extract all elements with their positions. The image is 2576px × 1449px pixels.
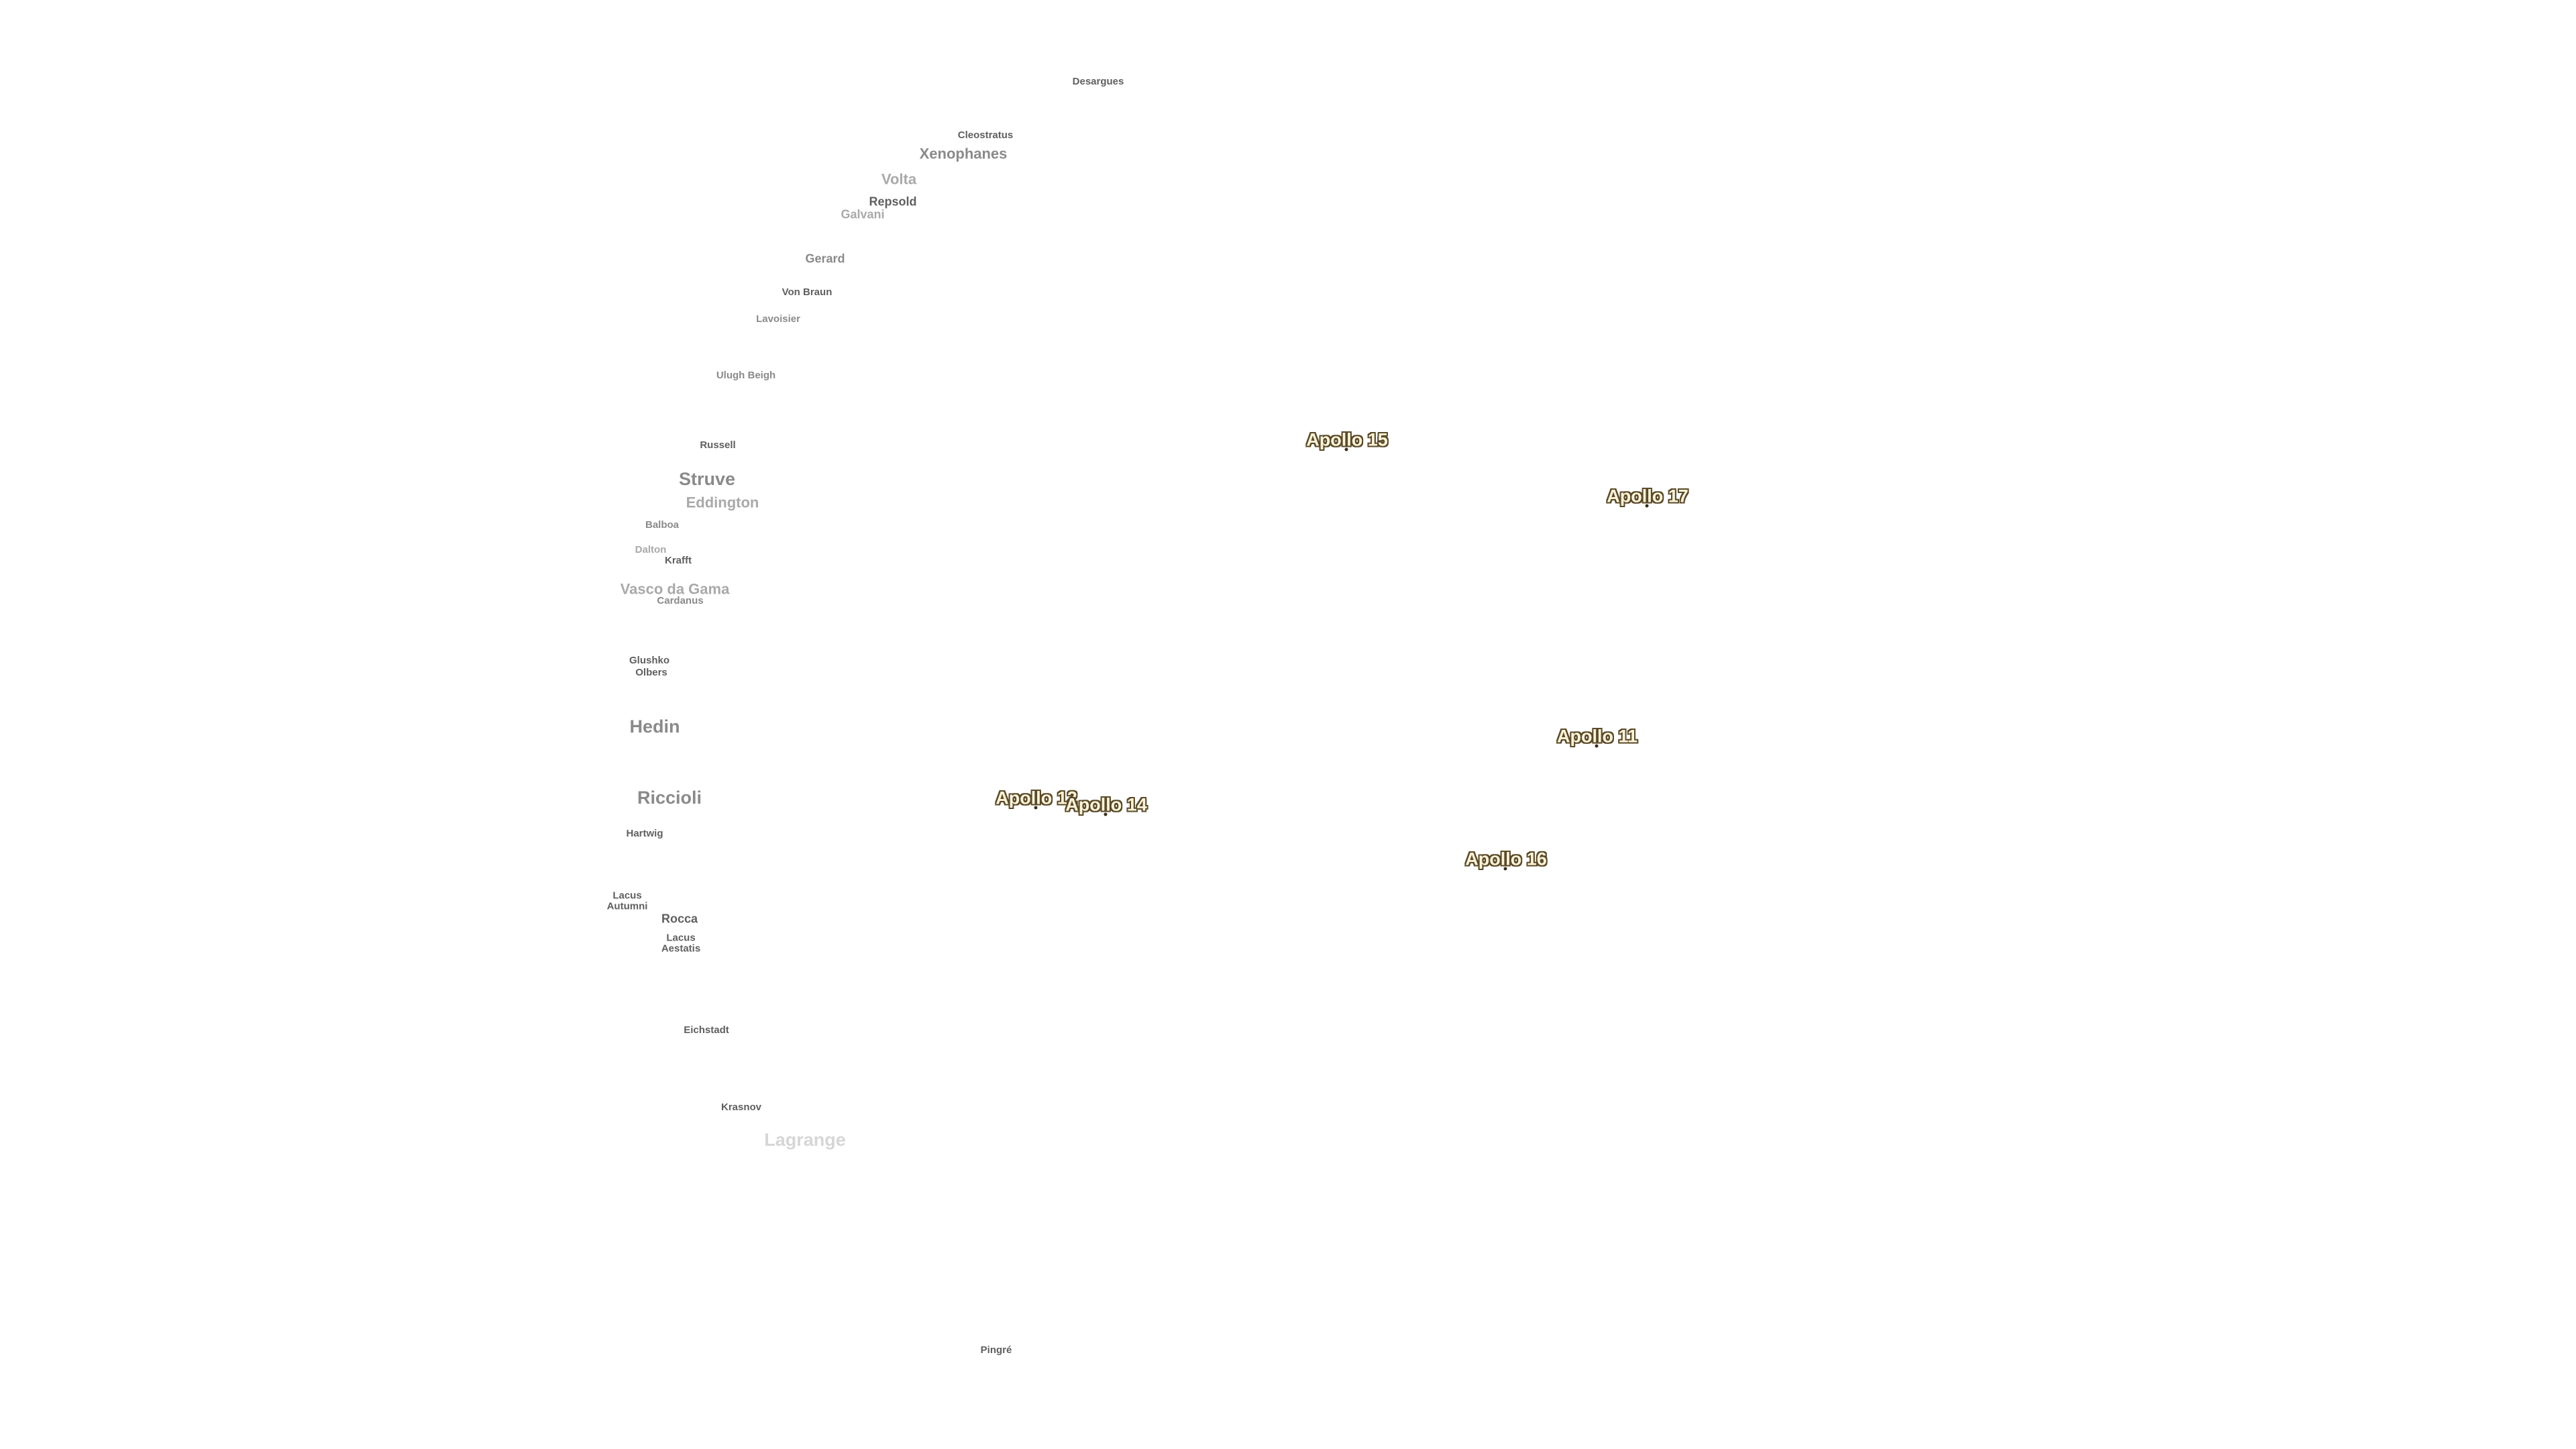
feature-label-cardanus[interactable]: Cardanus [657,595,704,607]
feature-label-repsold[interactable]: Repsold [869,195,917,209]
feature-label-pingre[interactable]: Pingré [980,1344,1012,1356]
feature-label-dalton[interactable]: Dalton [635,544,667,556]
feature-label-volta[interactable]: Volta [881,170,917,188]
feature-label-gerard[interactable]: Gerard [805,252,845,266]
landing-site-marker-apollo-15[interactable] [1344,447,1348,451]
landing-site-marker-apollo-14[interactable] [1104,812,1108,816]
feature-label-lagrange[interactable]: Lagrange [764,1129,846,1150]
feature-label-ulugh-beigh[interactable]: Ulugh Beigh [716,370,776,382]
landing-site-label-apollo-15[interactable]: Apollo 15 [1306,429,1388,450]
feature-label-hedin[interactable]: Hedin [629,716,680,737]
landing-site-label-apollo-16[interactable]: Apollo 16 [1465,849,1547,869]
feature-label-hartwig[interactable]: Hartwig [626,828,663,840]
feature-label-von-braun[interactable]: Von Braun [782,286,833,299]
landing-site-marker-apollo-17[interactable] [1645,504,1649,508]
landing-site-marker-apollo-16[interactable] [1503,867,1507,871]
landing-site-label-apollo-17[interactable]: Apollo 17 [1607,486,1688,506]
feature-label-krasnov[interactable]: Krasnov [720,1102,762,1114]
feature-label-cleostratus[interactable]: Cleostratus [957,129,1014,142]
feature-label-struve[interactable]: Struve [678,468,736,489]
feature-label-eddington[interactable]: Eddington [686,494,759,511]
feature-label-line: Aestatis [661,943,701,954]
feature-label-line: Lacus [666,932,696,944]
feature-label-rocca[interactable]: Rocca [661,912,698,926]
feature-label-riccioli[interactable]: Riccioli [637,787,702,808]
feature-label-vasco-da-gama[interactable]: Vasco da Gama [620,580,730,598]
feature-label-olbers[interactable]: Olbers [635,667,667,679]
feature-label-lavoisier[interactable]: Lavoisier [756,313,800,325]
landing-site-label-apollo-12[interactable]: Apollo 12 [996,788,1077,808]
feature-label-desargues[interactable]: Desargues [1072,76,1124,88]
feature-label-xenophanes[interactable]: Xenophanes [919,145,1008,162]
feature-label-galvani[interactable]: Galvani [841,207,885,221]
feature-label-krafft[interactable]: Krafft [665,555,692,567]
feature-label-eichstadt[interactable]: Eichstadt [684,1024,729,1036]
landing-site-marker-apollo-12[interactable] [1034,806,1038,810]
feature-label-balboa[interactable]: Balboa [645,519,680,531]
feature-label-line: Autumni [606,900,648,912]
landing-site-marker-apollo-11[interactable] [1595,744,1599,748]
feature-label-russell[interactable]: Russell [700,439,736,451]
landing-site-label-apollo-14[interactable]: Apollo 14 [1065,794,1147,815]
feature-label-glushko[interactable]: Glushko [629,655,670,667]
landing-site-label-apollo-11[interactable]: Apollo 11 [1556,726,1638,747]
feature-label-line: Lacus [612,890,642,902]
